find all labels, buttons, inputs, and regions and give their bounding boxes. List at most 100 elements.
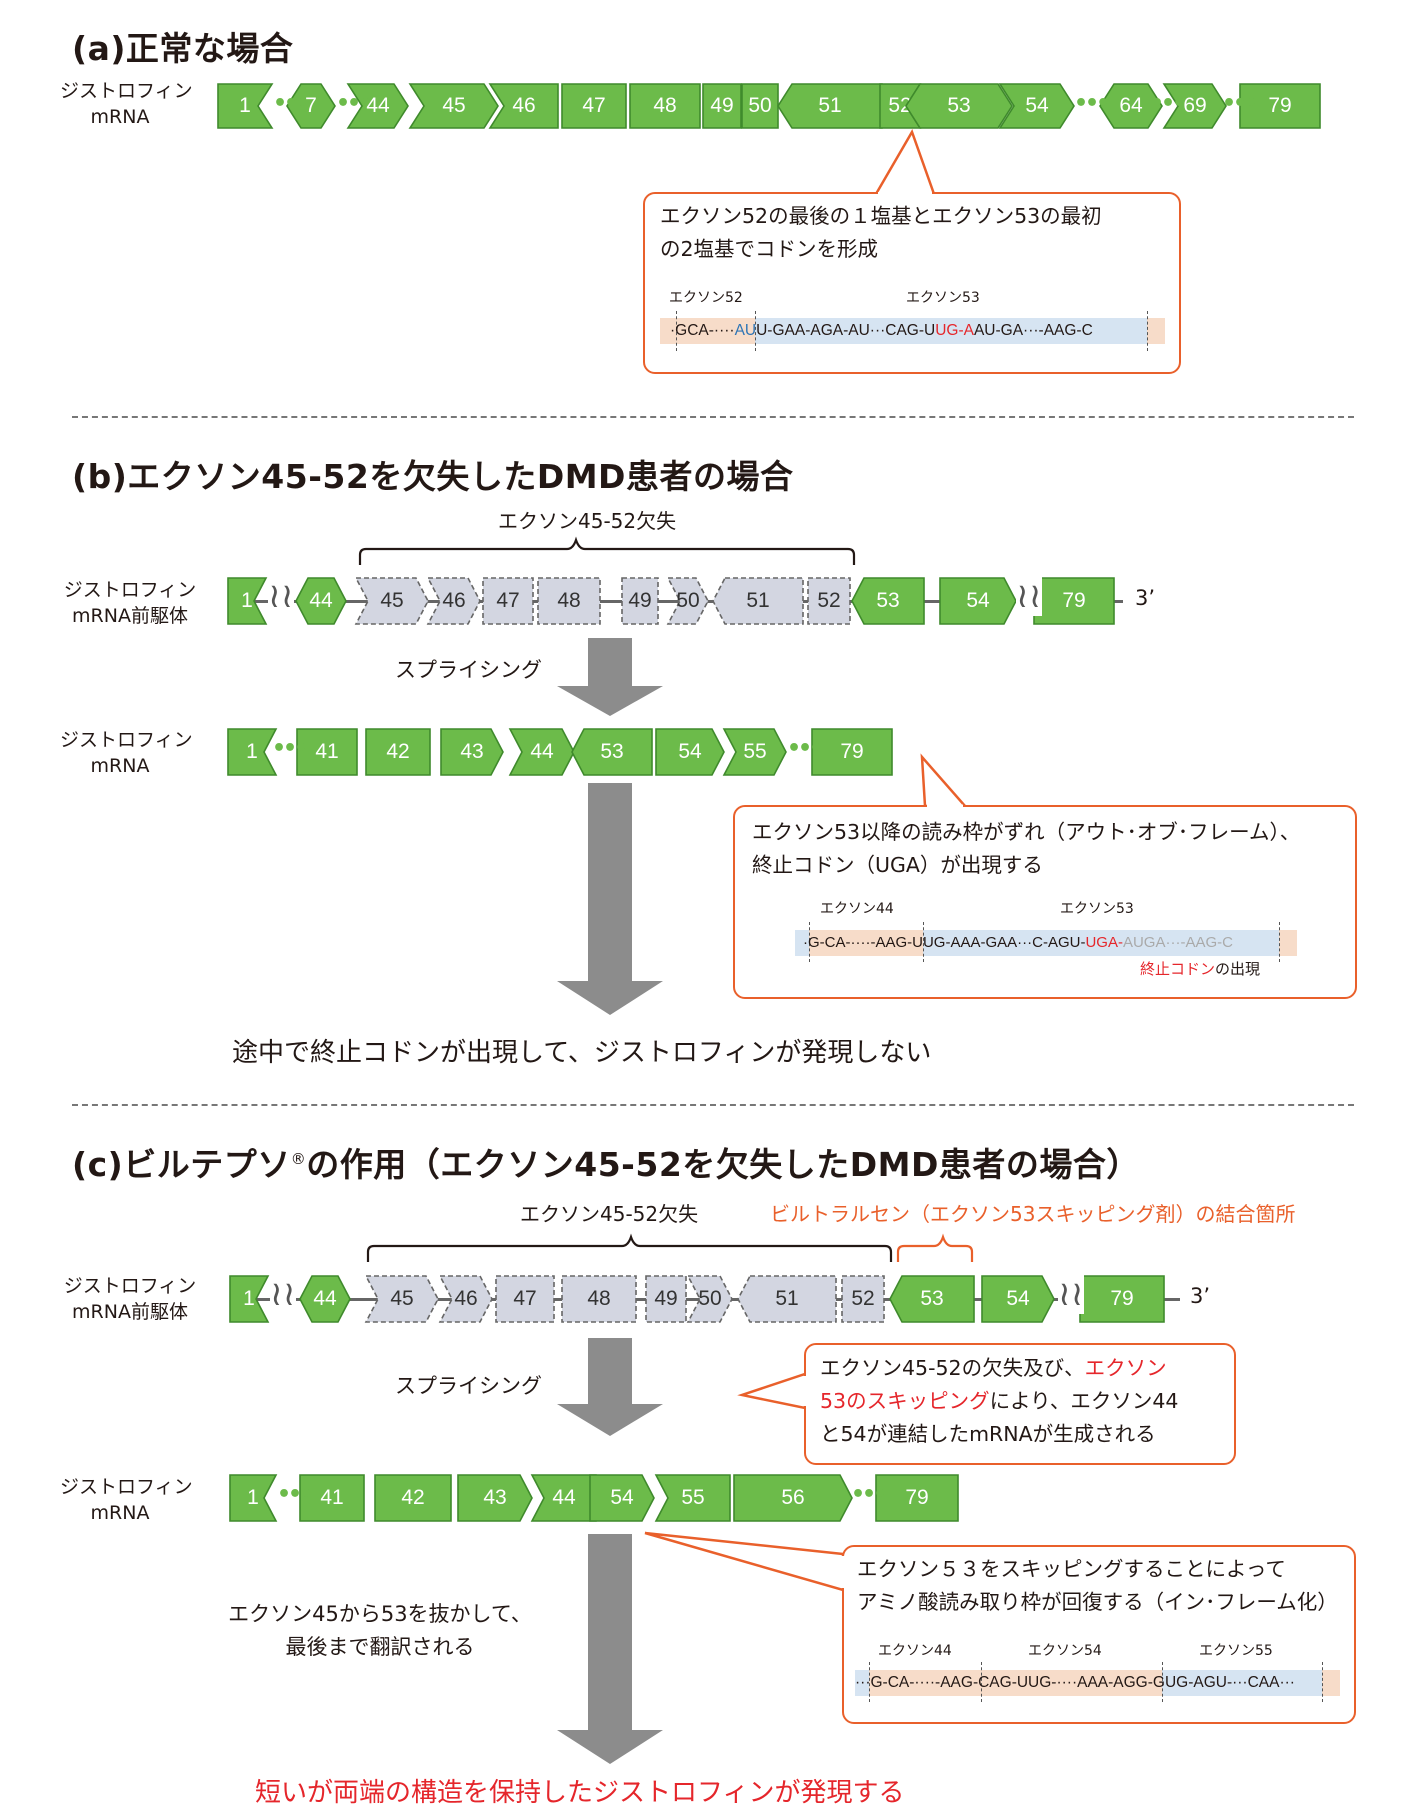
continuation-dots: ••• (273, 91, 309, 116)
break-mark: ≀≀ (1016, 576, 1042, 616)
section-c-deletion-label: エクソン45-52欠失 (520, 1202, 699, 1226)
seq-b-divider (923, 922, 924, 962)
callout-c2-line1: エクソン５３をスキッピングすることによって (857, 1557, 1286, 1581)
seq-a-bar-54 (1147, 318, 1165, 344)
seq-a-divider (755, 311, 756, 351)
seq-b-bar-54 (1279, 930, 1297, 956)
seq-a-title-1: エクソン52 (669, 290, 743, 306)
exon-50: 50 (686, 1275, 733, 1323)
seq-a-divider (676, 311, 677, 351)
exon-48: 48 (537, 577, 601, 625)
divider-bc (72, 1104, 1354, 1106)
break-mark: ≀≀ (268, 576, 294, 616)
section-a-title: (a)正常な場合 (72, 29, 294, 68)
seq-c-sequence: ···G-CA-····-AAG-CAG-UUG-····AAA-AGG-GUG… (855, 1674, 1295, 1691)
exon-51: 51 (712, 577, 804, 625)
seq-b-bar-44 (809, 930, 923, 956)
exon-1: 1 (227, 728, 278, 776)
exon-44: 44 (295, 577, 347, 625)
exon-69: 69 (1162, 83, 1227, 129)
section-b-3prime: 3’ (1135, 586, 1156, 610)
section-c-braces (366, 1233, 974, 1262)
section-b-title: (b)エクソン45-52を欠失したDMD患者の場合 (72, 457, 794, 496)
exon-47: 47 (482, 577, 534, 625)
callout-c1 (804, 1343, 1236, 1465)
continuation-dots: ••• (787, 736, 823, 761)
section-b-result: 途中で終止コドンが出現して、ジストロフィンが発現しない (232, 1038, 932, 1068)
callout-b-pointer-cover (0, 0, 1410, 1000)
seq-c-divider (1162, 1662, 1163, 1702)
section-a-mrna-label: ジストロフィン mRNA (60, 80, 193, 128)
exon-53: 53 (571, 728, 653, 776)
exon-42: 42 (365, 728, 431, 776)
callout-b (733, 805, 1357, 999)
seq-b-title-2: エクソン53 (1060, 901, 1134, 917)
callout-a-text-line2: の2塩基でコドンを形成 (660, 237, 879, 261)
exon-44: 44 (299, 1275, 351, 1323)
callout-b-text-line2: 終止コドン（UGA）が出現する (752, 853, 1043, 877)
exon-54: 54 (939, 577, 1017, 625)
seq-a-bar-53 (755, 318, 1147, 344)
exon-49: 49 (645, 1275, 687, 1323)
exon-46: 46 (488, 83, 559, 129)
exon-44: 44 (530, 1474, 597, 1522)
exon-56: 56 (733, 1474, 853, 1522)
seq-c-divider (1322, 1662, 1323, 1702)
exon-54: 54 (655, 728, 725, 776)
seq-c-bar-54 (981, 1670, 1162, 1696)
callout-c1-line2: 53のスキッピングにより、エクソン44 (820, 1389, 1179, 1413)
section-c-side-text: エクソン45から53を抜かして、 最後まで翻訳される (228, 1602, 532, 1659)
exon-79: 79 (1079, 1275, 1165, 1323)
section-c-binding-label: ビルトラルセン（エクソン53スキッピング剤）の結合箇所 (770, 1202, 1296, 1226)
exon-47: 47 (561, 83, 627, 129)
section-b-deletion-label: エクソン45-52欠失 (498, 509, 677, 533)
section-c-3prime: 3’ (1190, 1284, 1211, 1308)
seq-c-title-1: エクソン44 (878, 1643, 952, 1659)
section-c-splicing-label: スプライシング (395, 1374, 542, 1398)
exon-55: 55 (654, 1474, 731, 1522)
backbone-line (228, 599, 1123, 603)
exon-45: 45 (354, 577, 429, 625)
exon-1: 1 (227, 577, 268, 625)
section-c-result-arrow (557, 1534, 663, 1764)
exon-53: 53 (905, 83, 1013, 129)
exon-79: 79 (1239, 83, 1321, 129)
seq-a-sequence: ·GCA-····AUU-GAA-AGA-AU···CAG-UUG-AAU-GA… (670, 322, 1093, 339)
exon-1: 1 (217, 83, 274, 129)
callout-c2-line2: アミノ酸読み取り枠が回復する（イン･フレーム化） (857, 1590, 1338, 1614)
seq-a-divider (1147, 311, 1148, 351)
section-b-pre-label: ジストロフィン mRNA前駆体 (63, 579, 197, 627)
exon-51: 51 (737, 1275, 837, 1323)
exon-54: 54 (998, 83, 1075, 129)
exon-41: 41 (296, 728, 358, 776)
exon-50: 50 (741, 83, 779, 129)
exon-1: 1 (229, 1275, 270, 1323)
callout-a-pointer-cover (878, 192, 932, 195)
seq-b-divider (809, 922, 810, 962)
seq-c-title-2: エクソン54 (1028, 1643, 1102, 1659)
section-b-result-arrow (557, 783, 663, 1015)
seq-c-divider (981, 1662, 982, 1702)
continuation-dots: ••• (336, 91, 372, 116)
seq-b-divider (1279, 922, 1280, 962)
exon-46: 46 (438, 1275, 493, 1323)
exon-55: 55 (722, 728, 787, 776)
seq-c-title-3: エクソン55 (1199, 1643, 1273, 1659)
exon-79: 79 (875, 1474, 959, 1522)
exon-44: 44 (508, 728, 575, 776)
exon-54: 54 (589, 1474, 655, 1522)
exon-46: 46 (426, 577, 481, 625)
exon-43: 43 (457, 1474, 533, 1522)
exon-50: 50 (666, 577, 709, 625)
exon-42: 42 (374, 1474, 452, 1522)
section-b-mrna-label: ジストロフィン mRNA (60, 729, 193, 777)
exon-52: 52 (807, 577, 851, 625)
exon-41: 41 (299, 1474, 365, 1522)
break-mark: ≀≀ (1058, 1274, 1084, 1314)
section-c-result: 短いが両端の構造を保持したジストロフィンが発現する (255, 1778, 905, 1808)
continuation-dots: ••• (1150, 91, 1186, 116)
divider-ab (72, 416, 1354, 418)
section-c-title: (c)ビルテプソ®の作用（エクソン45-52を欠失したDMD患者の場合） (72, 1145, 1140, 1184)
section-c-mrna-label: ジストロフィン mRNA (60, 1476, 193, 1524)
seq-b-sequence: ·G-CA-····-AAG-UUG-AAA-GAA···C-AGU-UGA-A… (803, 934, 1233, 951)
